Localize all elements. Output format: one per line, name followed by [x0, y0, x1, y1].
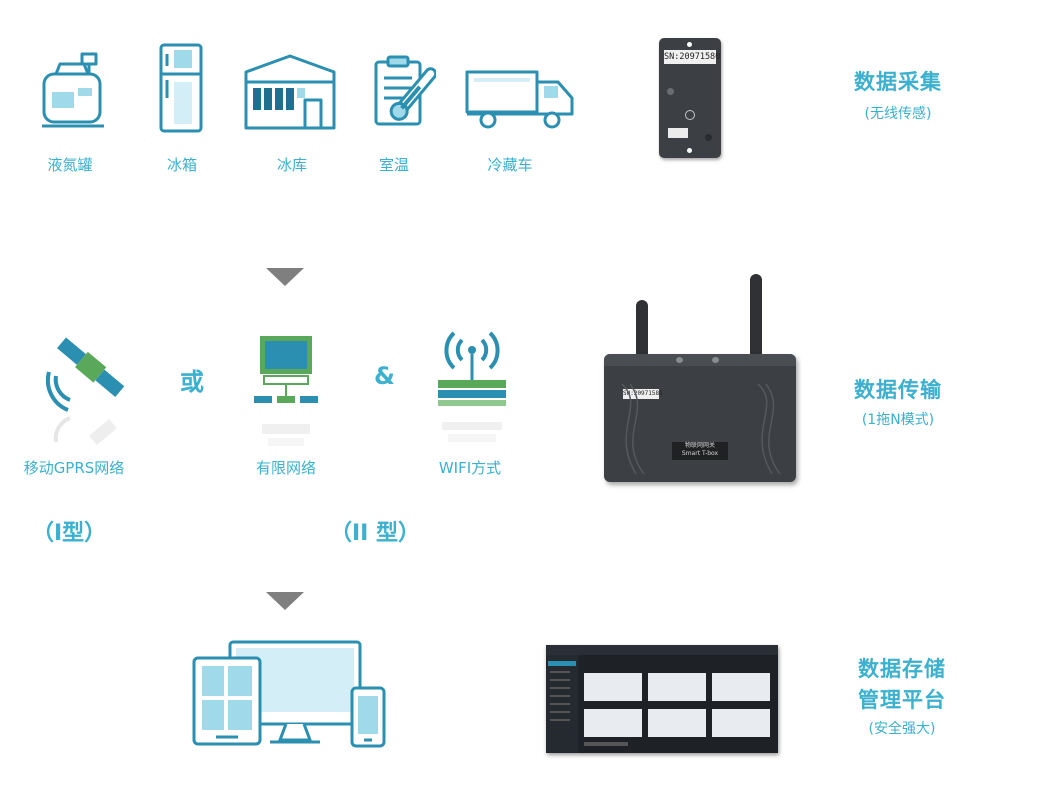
transmission-subtitle: (1拖N模式) [861, 412, 935, 428]
arrow-down-icon [266, 268, 304, 286]
refrigerator-icon [159, 43, 203, 133]
sidebar-item [550, 687, 570, 689]
gateway-model: Smart T-box [681, 450, 719, 457]
wifi-label: WIFI方式 [438, 459, 502, 477]
room-temp-label: 室温 [378, 156, 409, 174]
gateway-led [676, 357, 683, 363]
liquid-nitrogen-tank-icon [42, 52, 104, 128]
mount-hole [687, 42, 692, 47]
gateway-serial-label: SN:20971581 [623, 389, 663, 399]
sidebar-item [550, 711, 570, 713]
sidebar-item [550, 695, 570, 697]
mount-hole [687, 148, 692, 153]
or-connector: 或 [180, 368, 204, 396]
gateway-name: 物联网网关 [684, 442, 715, 449]
tank-label: 液氮罐 [47, 156, 93, 174]
gateway-pattern-left [621, 384, 645, 474]
gateway-top [604, 354, 796, 366]
satellite-icon [46, 337, 125, 445]
sensor-port [705, 134, 712, 141]
storage-title-line1: 数据存储 [858, 657, 946, 681]
collection-subtitle: (无线传感) [864, 106, 932, 122]
room-temperature-icon [374, 55, 436, 126]
transmission-title: 数据传输 [854, 378, 942, 402]
sidebar-item [550, 719, 570, 721]
gateway-device: SN:20971581 物联网网关 Smart T-box [604, 354, 796, 482]
sensor-led [667, 88, 674, 95]
wifi-router-icon [438, 331, 506, 442]
cold-storage-icon [244, 54, 336, 130]
arrow-down-icon [266, 592, 304, 610]
device-card [584, 709, 642, 737]
multi-device-icon [192, 640, 386, 748]
dashboard-topbar [546, 645, 778, 655]
device-card [712, 673, 770, 701]
antenna-left [636, 300, 648, 368]
refrigerator-label: 冰箱 [166, 156, 197, 174]
gprs-label: 移动GPRS网络 [23, 459, 125, 477]
type-2-label: （II 型） [330, 521, 421, 546]
sidebar-item [550, 703, 570, 705]
sidebar-item [550, 671, 570, 673]
sensor-serial-label: SN:20971580 [664, 50, 721, 64]
platform-dashboard-screenshot [546, 645, 778, 753]
device-card [648, 709, 706, 737]
gateway-nameplate: 物联网网关 Smart T-box [672, 442, 728, 460]
device-card [712, 709, 770, 737]
cold-storage-label: 冰库 [276, 156, 307, 174]
and-connector: & [374, 362, 395, 390]
device-card [584, 673, 642, 701]
wireless-sensor-device: SN:20971580 [659, 38, 721, 158]
gateway-pattern-right [757, 384, 781, 474]
dashboard-pagination [584, 742, 628, 746]
sidebar-active-item [548, 661, 576, 666]
storage-subtitle: (安全强大) [868, 721, 936, 737]
collection-title: 数据采集 [854, 70, 942, 94]
antenna-right [750, 274, 762, 368]
sensor-sticker [668, 128, 688, 138]
power-icon [685, 110, 695, 120]
refrigerated-truck-icon [465, 70, 574, 129]
type-1-label: （I型） [32, 521, 107, 546]
wired-network-label: 有限网络 [255, 459, 316, 477]
storage-title-line2: 管理平台 [858, 688, 946, 712]
sidebar-item [550, 679, 570, 681]
truck-label: 冷藏车 [487, 156, 533, 174]
dashboard-sidebar [546, 655, 578, 753]
device-card [648, 673, 706, 701]
wired-computer-icon [254, 336, 318, 446]
gateway-led [712, 357, 719, 363]
